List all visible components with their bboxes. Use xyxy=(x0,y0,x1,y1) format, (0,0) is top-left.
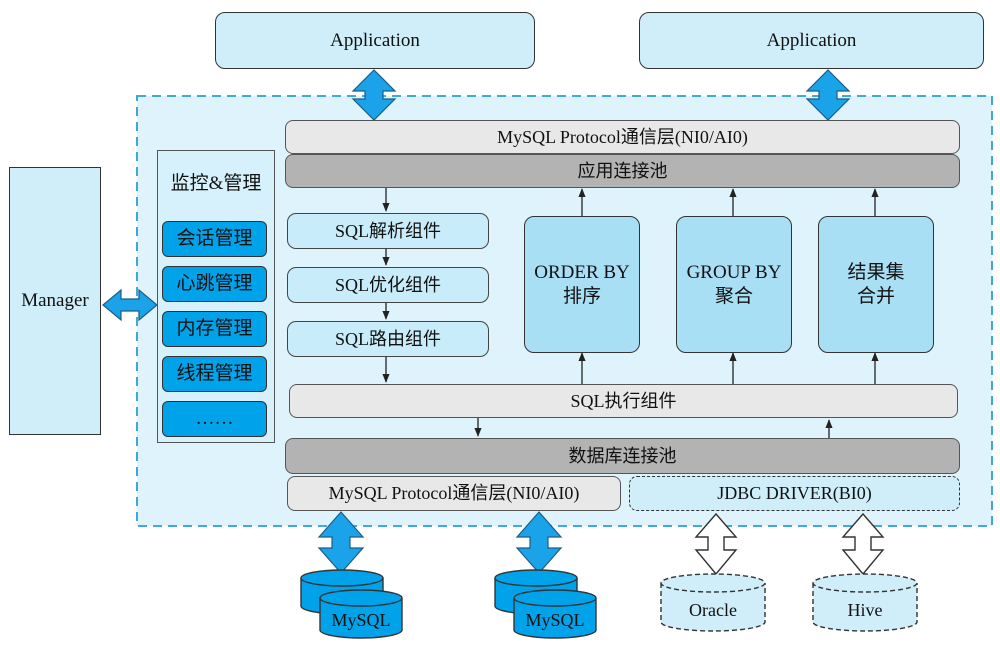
monitor-item-session: 会话管理 xyxy=(162,221,267,257)
sql-parse-component: SQL解析组件 xyxy=(287,213,489,249)
mysql-db-1 xyxy=(300,569,403,639)
protocol-layer-bottom: MySQL Protocol通信层(NI0/AI0) xyxy=(287,476,621,511)
monitor-item-more: …… xyxy=(162,401,267,437)
result-set-label: 结果集 xyxy=(847,261,905,283)
mysql-db-2 xyxy=(494,569,597,639)
sql-route-component: SQL路由组件 xyxy=(287,321,489,357)
oracle-db xyxy=(660,573,766,632)
mysql-db-1-label: MySQL xyxy=(331,609,391,630)
protocol-layer-top: MySQL Protocol通信层(NI0/AI0) xyxy=(285,120,960,154)
hive-db xyxy=(812,573,918,632)
monitor-item-thread: 线程管理 xyxy=(162,356,267,392)
mysql-db-2-label: MySQL xyxy=(525,609,585,630)
result-set-merge: 结果集 合并 xyxy=(818,216,934,353)
application-left: Application xyxy=(215,12,535,69)
order-by-sort: ORDER BY 排序 xyxy=(524,216,640,353)
sql-execution-component: SQL执行组件 xyxy=(289,384,958,418)
order-by-label: ORDER BY xyxy=(534,261,630,283)
manager-box: Manager xyxy=(9,167,101,435)
oracle-link-arrow xyxy=(694,512,738,576)
monitor-item-memory: 内存管理 xyxy=(162,311,267,347)
db-connection-pool: 数据库连接池 xyxy=(285,438,960,474)
group-by-label: GROUP BY xyxy=(686,261,782,283)
monitor-item-heartbeat: 心跳管理 xyxy=(162,266,267,302)
sort-label: 排序 xyxy=(562,285,601,307)
oracle-db-label: Oracle xyxy=(689,599,737,620)
group-by-aggregate: GROUP BY 聚合 xyxy=(676,216,792,353)
aggregate-label: 聚合 xyxy=(714,285,753,307)
application-right: Application xyxy=(639,12,984,69)
monitor-title: 监控&管理 xyxy=(170,173,262,194)
sql-optimize-component: SQL优化组件 xyxy=(287,267,489,303)
merge-label: 合并 xyxy=(856,285,895,307)
hive-db-label: Hive xyxy=(847,599,883,620)
jdbc-driver: JDBC DRIVER(BI0) xyxy=(629,476,960,511)
hive-link-arrow xyxy=(841,512,885,576)
flow-arrows xyxy=(382,188,879,438)
app-connection-pool: 应用连接池 xyxy=(285,154,960,188)
